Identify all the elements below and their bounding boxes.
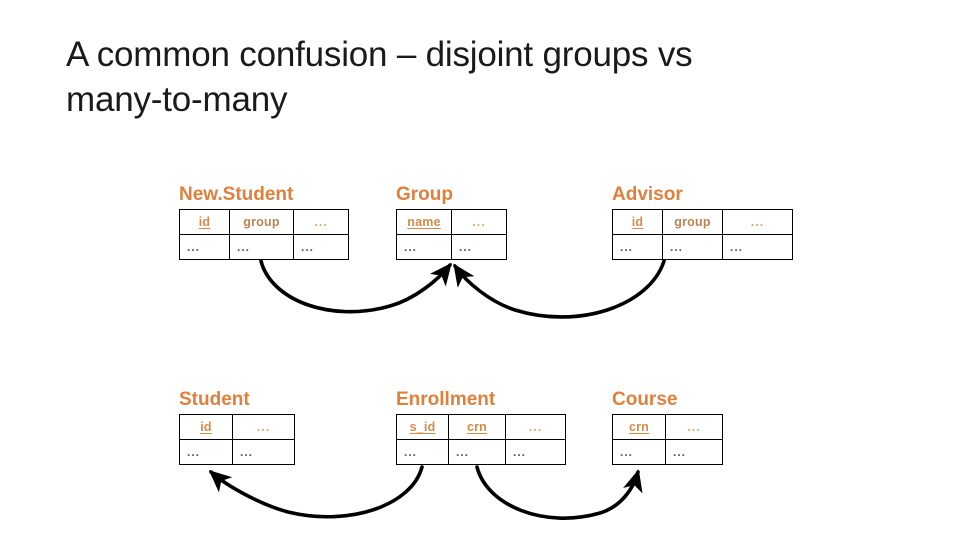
cell-s-id: ... [396, 439, 449, 465]
entity-name-student: Student [179, 389, 250, 410]
cell-crn: ... [612, 439, 666, 465]
column-header-group[interactable]: group [229, 209, 294, 235]
cell-group: ... [229, 234, 294, 260]
column-header-more[interactable]: ... [505, 414, 566, 440]
table-header-row: id group ... [612, 209, 793, 235]
arrow-enrollment-to-course [475, 465, 643, 520]
column-header-id[interactable]: id [179, 414, 233, 440]
table-row: ... ... [179, 439, 295, 465]
table-row: ... ... ... [179, 234, 349, 260]
column-header-group[interactable]: group [662, 209, 723, 235]
column-header-id[interactable]: id [179, 209, 230, 235]
table-header-row: id group ... [179, 209, 349, 235]
cell-id: ... [179, 439, 233, 465]
entity-name-advisor: Advisor [612, 184, 683, 205]
cell-id: ... [179, 234, 230, 260]
table-row: ... ... ... [612, 234, 793, 260]
entity-student: Student id ... ... ... [179, 390, 295, 465]
cell-more: ... [505, 439, 566, 465]
cell-more: ... [293, 234, 349, 260]
table-row: ... ... [396, 234, 507, 260]
column-header-more[interactable]: ... [665, 414, 723, 440]
table-row: ... ... ... [396, 439, 566, 465]
entity-name-enrollment: Enrollment [396, 389, 496, 410]
cell-crn: ... [448, 439, 506, 465]
table-group: name ... ... ... [396, 209, 507, 260]
cell-more: ... [232, 439, 295, 465]
entity-advisor: Advisor id group ... ... ... ... [612, 185, 793, 260]
column-header-crn[interactable]: crn [448, 414, 506, 440]
arrow-enrollment-to-student [208, 465, 424, 519]
cell-group: ... [662, 234, 723, 260]
entity-enrollment: Enrollment s_id crn ... ... ... ... [396, 390, 566, 465]
entity-name-course: Course [612, 389, 678, 410]
cell-id: ... [612, 234, 663, 260]
entity-group: Group name ... ... ... [396, 185, 507, 260]
cell-more: ... [722, 234, 793, 260]
column-header-crn[interactable]: crn [612, 414, 666, 440]
column-header-name[interactable]: name [396, 209, 452, 235]
table-header-row: id ... [179, 414, 295, 440]
column-header-more[interactable]: ... [722, 209, 793, 235]
entity-name-new-student: New.Student [179, 184, 294, 205]
column-header-more[interactable]: ... [451, 209, 507, 235]
table-new-student: id group ... ... ... ... [179, 209, 349, 260]
entity-new-student: New.Student id group ... ... ... ... [179, 185, 349, 260]
entity-name-group: Group [396, 184, 453, 205]
arrow-advisor-to-group [453, 259, 666, 319]
table-row: ... ... [612, 439, 723, 465]
column-header-more[interactable]: ... [232, 414, 295, 440]
cell-name: ... [396, 234, 452, 260]
column-header-more[interactable]: ... [293, 209, 349, 235]
arrow-newstudent-to-group [259, 259, 452, 314]
table-student: id ... ... ... [179, 414, 295, 465]
table-header-row: s_id crn ... [396, 414, 566, 440]
entity-course: Course crn ... ... ... [612, 390, 723, 465]
table-header-row: crn ... [612, 414, 723, 440]
column-header-id[interactable]: id [612, 209, 663, 235]
cell-more: ... [451, 234, 507, 260]
cell-more: ... [665, 439, 723, 465]
table-advisor: id group ... ... ... ... [612, 209, 793, 260]
table-enrollment: s_id crn ... ... ... ... [396, 414, 566, 465]
page-title: A common confusion – disjoint groups vs … [66, 35, 693, 119]
table-course: crn ... ... ... [612, 414, 723, 465]
table-header-row: name ... [396, 209, 507, 235]
column-header-s-id[interactable]: s_id [396, 414, 449, 440]
